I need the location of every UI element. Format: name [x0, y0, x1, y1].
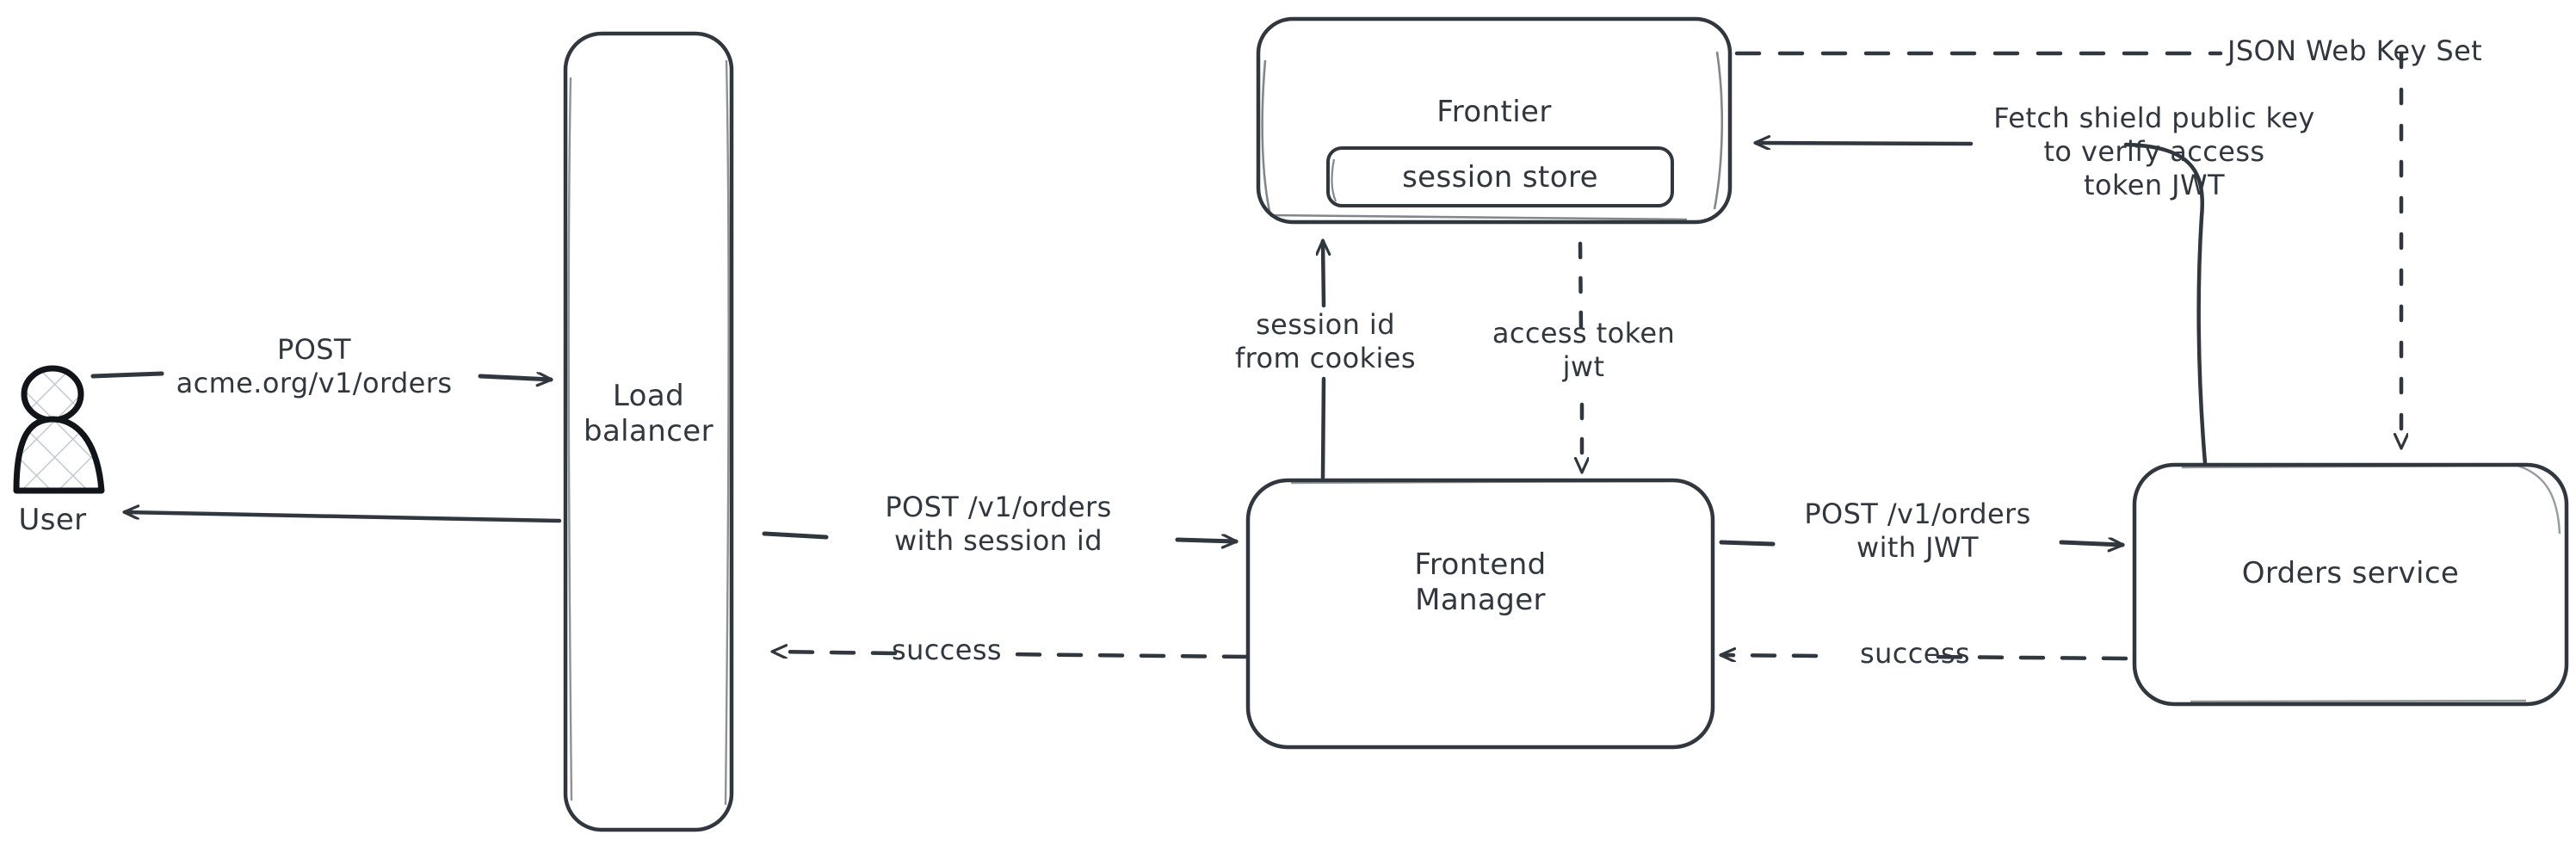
avatar-head: [21, 365, 84, 424]
edge-frontend-manager-to-frontier: [1323, 241, 1324, 480]
edge-orders-to-frontier-fetch-key: [1756, 143, 2208, 466]
node-frontend-manager[interactable]: [1245, 478, 1715, 750]
avatar-body: [13, 416, 105, 494]
edge-load-balancer-to-frontend-manager: [762, 531, 1236, 541]
node-session-store[interactable]: [1326, 146, 1674, 207]
edge-frontend-manager-to-load-balancer: [773, 652, 1249, 659]
node-orders-service[interactable]: [2132, 462, 2569, 707]
node-load-balancer[interactable]: [563, 31, 734, 832]
node-user[interactable]: [13, 365, 105, 494]
edge-user-to-load-balancer: [90, 371, 551, 380]
edge-load-balancer-to-user: [125, 512, 562, 523]
edge-frontier-to-orders-jwks: [1734, 51, 2401, 448]
edge-frontier-to-frontend-manager: [1580, 241, 1582, 472]
edge-frontend-manager-to-orders: [1719, 542, 2122, 545]
edge-orders-to-frontend-manager: [1721, 655, 2128, 658]
